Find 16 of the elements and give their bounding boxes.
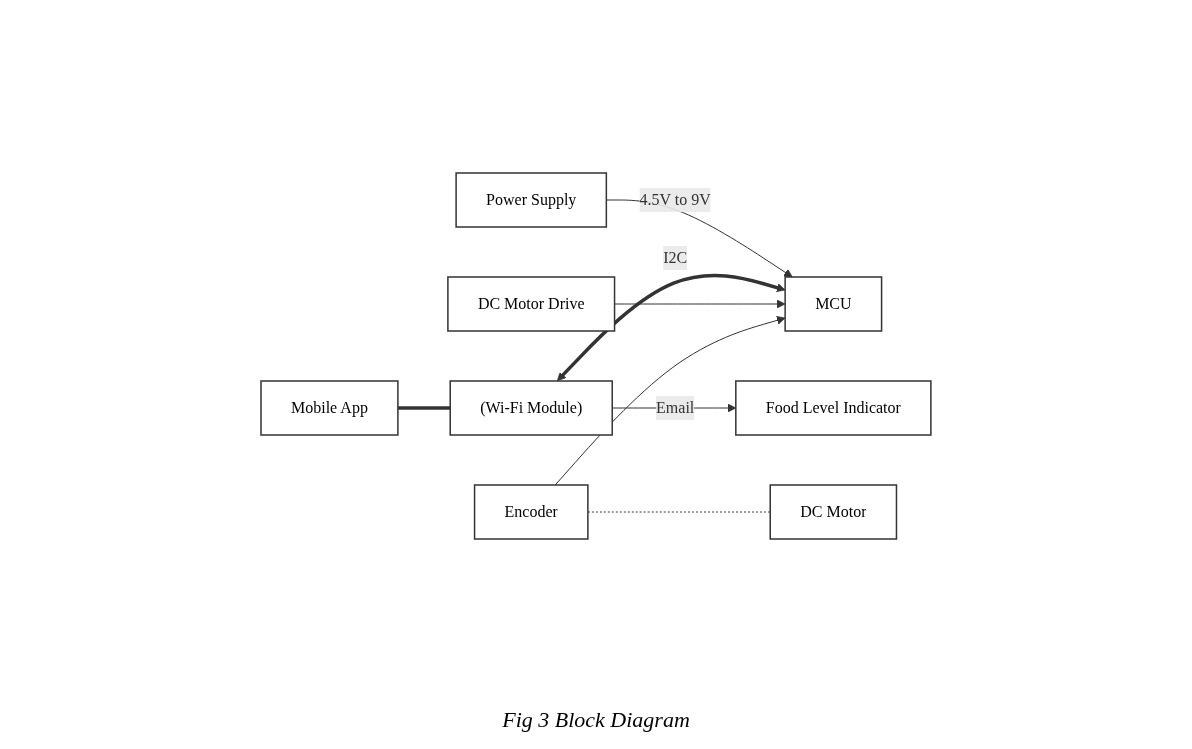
node-box: DC Motor Drive xyxy=(447,275,616,332)
node-box: Encoder xyxy=(473,483,589,540)
node-box: DC Motor xyxy=(769,483,898,540)
node-box: Power Supply xyxy=(455,171,608,228)
node-box: Food Level Indicator xyxy=(735,379,932,436)
connector xyxy=(397,405,451,410)
node-box: (Wi-Fi Module) xyxy=(449,379,613,436)
arrow xyxy=(554,315,786,485)
edge-label: 4.5V to 9V xyxy=(639,190,711,208)
figure-caption: Fig 3 Block Diagram xyxy=(502,707,690,733)
edge-label: I2C xyxy=(663,248,688,266)
node-box: Mobile App xyxy=(260,379,399,436)
node-box: MCU xyxy=(784,275,883,332)
arrow xyxy=(614,299,786,308)
edge-label: Email xyxy=(656,398,695,416)
arrow xyxy=(557,273,786,381)
